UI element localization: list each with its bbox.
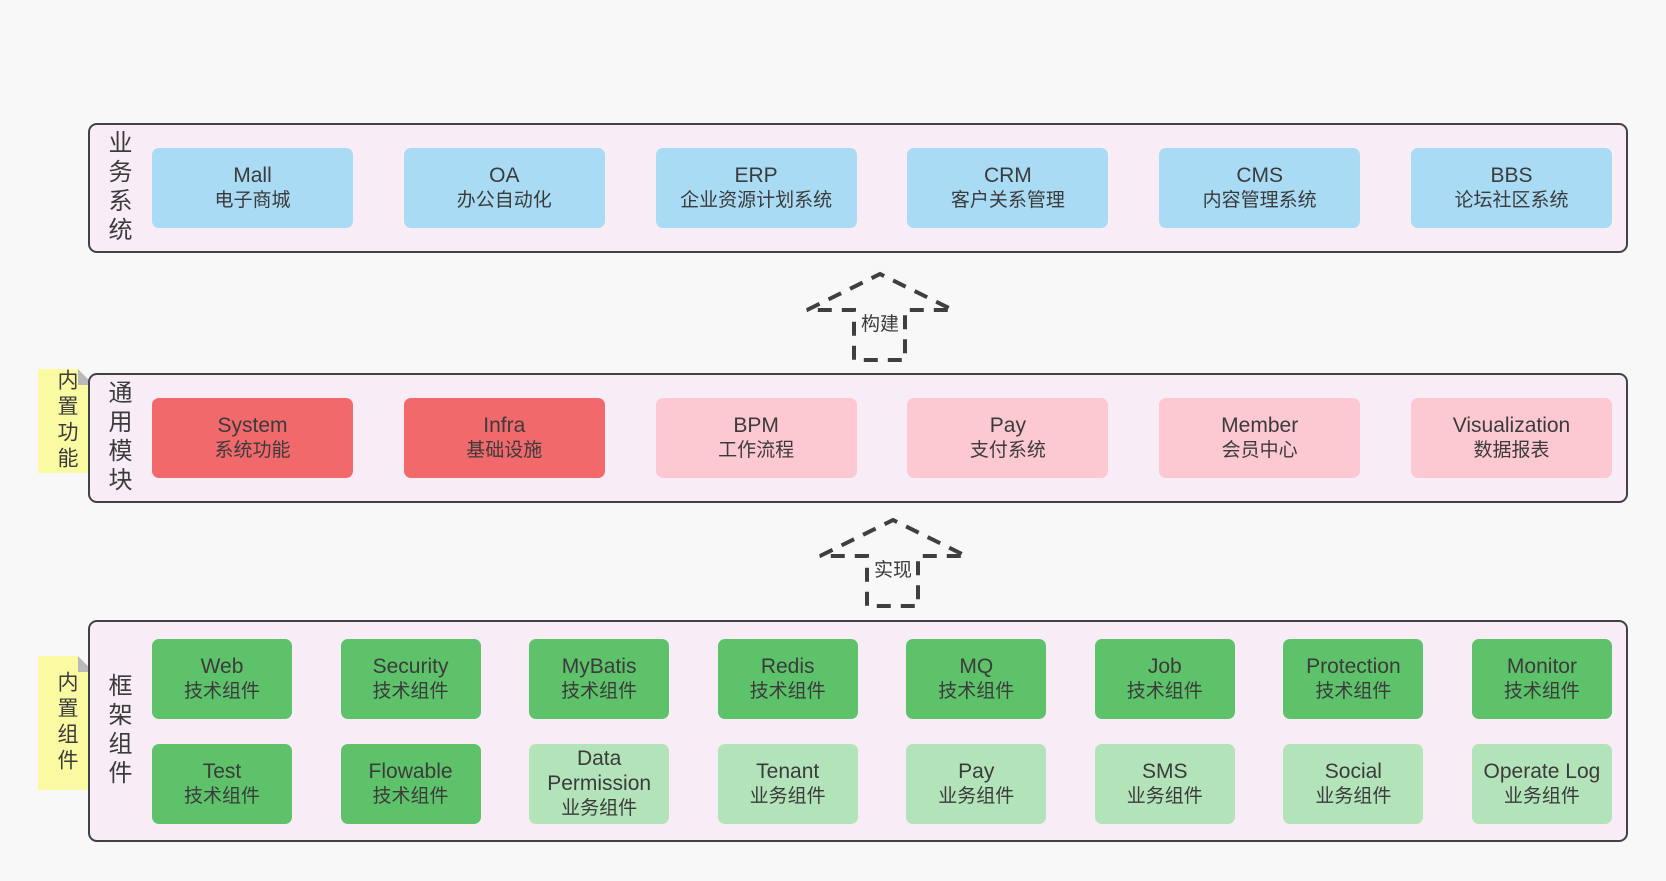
module-subtitle: 数据报表 xyxy=(1473,440,1550,461)
component-name: Tenant xyxy=(756,759,820,783)
component-box-protection: Protection 技术组件 xyxy=(1283,638,1424,719)
component-type: 业务组件 xyxy=(1126,785,1203,807)
arrow-label: 实现 xyxy=(869,554,917,583)
component-box-mq: MQ 技术组件 xyxy=(906,638,1047,719)
component-type: 业务组件 xyxy=(938,785,1015,807)
component-type: 业务组件 xyxy=(1503,785,1580,807)
component-name: Data Permission xyxy=(547,747,652,795)
component-type: 业务组件 xyxy=(749,785,826,807)
band-business-systems: 业务系统 Mall 电子商城 OA 办公自动化 ERP 企业资源计划系统 CRM… xyxy=(88,123,1628,253)
component-box-pay: Pay 业务组件 xyxy=(906,743,1047,824)
component-box-social: Social 业务组件 xyxy=(1283,743,1424,824)
module-box-system: System 系统功能 xyxy=(152,398,353,478)
module-name: CMS xyxy=(1236,164,1284,187)
component-name: Test xyxy=(202,759,242,783)
module-box-mall: Mall 电子商城 xyxy=(152,148,353,228)
component-type: 技术组件 xyxy=(561,680,638,702)
module-box-visualization: Visualization 数据报表 xyxy=(1410,398,1612,478)
module-subtitle: 电子商城 xyxy=(214,190,291,211)
component-name: Monitor xyxy=(1506,654,1577,678)
module-box-infra: Infra 基础设施 xyxy=(403,398,605,478)
sticky-note-label: 内置组件 xyxy=(55,671,78,775)
component-name: SMS xyxy=(1142,759,1188,783)
component-box-test: Test 技术组件 xyxy=(152,743,292,824)
component-type: 业务组件 xyxy=(1315,785,1392,807)
component-box-sms: SMS 业务组件 xyxy=(1094,743,1235,824)
component-type: 技术组件 xyxy=(183,785,260,807)
component-box-web: Web 技术组件 xyxy=(152,638,292,719)
component-name: Job xyxy=(1147,654,1182,678)
module-name: ERP xyxy=(734,164,778,187)
module-name: Member xyxy=(1221,414,1299,437)
component-box-redis: Redis 技术组件 xyxy=(717,638,858,719)
component-name: Redis xyxy=(760,654,815,678)
module-name: BBS xyxy=(1490,164,1533,187)
component-type: 技术组件 xyxy=(749,680,826,702)
component-box-operate-log: Operate Log 业务组件 xyxy=(1471,743,1612,824)
sticky-note-label: 内置功能 xyxy=(55,369,78,473)
arrow-label: 构建 xyxy=(856,308,904,337)
module-name: Visualization xyxy=(1452,414,1571,437)
band-framework-components: 框架组件 Web 技术组件 Security 技术组件 MyBatis 技术组件… xyxy=(88,620,1628,842)
component-box-data-permission: Data Permission 业务组件 xyxy=(529,743,670,824)
component-type: 技术组件 xyxy=(183,680,260,702)
module-name: Infra xyxy=(483,414,526,437)
module-subtitle: 内容管理系统 xyxy=(1202,190,1317,211)
component-type: 技术组件 xyxy=(938,680,1015,702)
module-subtitle: 基础设施 xyxy=(466,440,543,461)
component-name: Pay xyxy=(958,759,995,783)
module-box-oa: OA 办公自动化 xyxy=(403,148,605,228)
component-box-tenant: Tenant 业务组件 xyxy=(717,743,858,824)
module-box-erp: ERP 企业资源计划系统 xyxy=(655,148,857,228)
component-box-flowable: Flowable 技术组件 xyxy=(340,743,481,824)
component-box-security: Security 技术组件 xyxy=(340,638,481,719)
build-arrow: 构建 xyxy=(805,270,955,362)
module-subtitle: 客户关系管理 xyxy=(950,190,1065,211)
component-type: 技术组件 xyxy=(1126,680,1203,702)
component-box-mybatis: MyBatis 技术组件 xyxy=(529,638,670,719)
module-name: OA xyxy=(489,164,520,187)
sticky-note-builtin-components: 内置组件 xyxy=(38,656,94,790)
module-name: Pay xyxy=(989,414,1026,437)
component-name: Social xyxy=(1324,759,1382,783)
module-subtitle: 论坛社区系统 xyxy=(1454,190,1569,211)
module-name: System xyxy=(217,414,288,437)
component-name: Flowable xyxy=(368,759,453,783)
module-box-member: Member 会员中心 xyxy=(1159,398,1361,478)
module-subtitle: 企业资源计划系统 xyxy=(680,190,833,211)
component-name: Web xyxy=(200,654,244,678)
module-name: Mall xyxy=(233,164,272,187)
band-title: 通用模块 xyxy=(104,380,131,496)
module-box-crm: CRM 客户关系管理 xyxy=(907,148,1109,228)
module-box-cms: CMS 内容管理系统 xyxy=(1159,148,1361,228)
component-box-monitor: Monitor 技术组件 xyxy=(1471,638,1612,719)
component-type: 技术组件 xyxy=(372,680,449,702)
module-box-bbs: BBS 论坛社区系统 xyxy=(1410,148,1612,228)
component-name: Protection xyxy=(1306,654,1401,678)
module-name: CRM xyxy=(983,164,1032,187)
component-type: 业务组件 xyxy=(561,798,638,819)
module-box-bpm: BPM 工作流程 xyxy=(655,398,857,478)
implement-arrow: 实现 xyxy=(818,516,968,608)
band-title: 业务系统 xyxy=(104,130,131,246)
component-type: 技术组件 xyxy=(1315,680,1392,702)
component-name: Operate Log xyxy=(1483,759,1601,783)
module-box-pay: Pay 支付系统 xyxy=(907,398,1109,478)
module-subtitle: 系统功能 xyxy=(214,440,291,461)
component-name: Security xyxy=(372,654,449,678)
component-box-job: Job 技术组件 xyxy=(1094,638,1235,719)
sticky-note-builtin-features: 内置功能 xyxy=(38,369,94,473)
component-type: 技术组件 xyxy=(372,785,449,807)
module-subtitle: 会员中心 xyxy=(1221,440,1298,461)
component-type: 技术组件 xyxy=(1503,680,1580,702)
component-name: MyBatis xyxy=(561,654,637,678)
module-subtitle: 工作流程 xyxy=(718,440,795,461)
module-subtitle: 办公自动化 xyxy=(456,190,552,211)
band-common-modules: 通用模块 System 系统功能 Infra 基础设施 BPM 工作流程 Pay… xyxy=(88,373,1628,503)
component-name: MQ xyxy=(959,654,994,678)
band-title: 框架组件 xyxy=(104,673,131,789)
module-subtitle: 支付系统 xyxy=(969,440,1046,461)
module-name: BPM xyxy=(733,414,779,437)
